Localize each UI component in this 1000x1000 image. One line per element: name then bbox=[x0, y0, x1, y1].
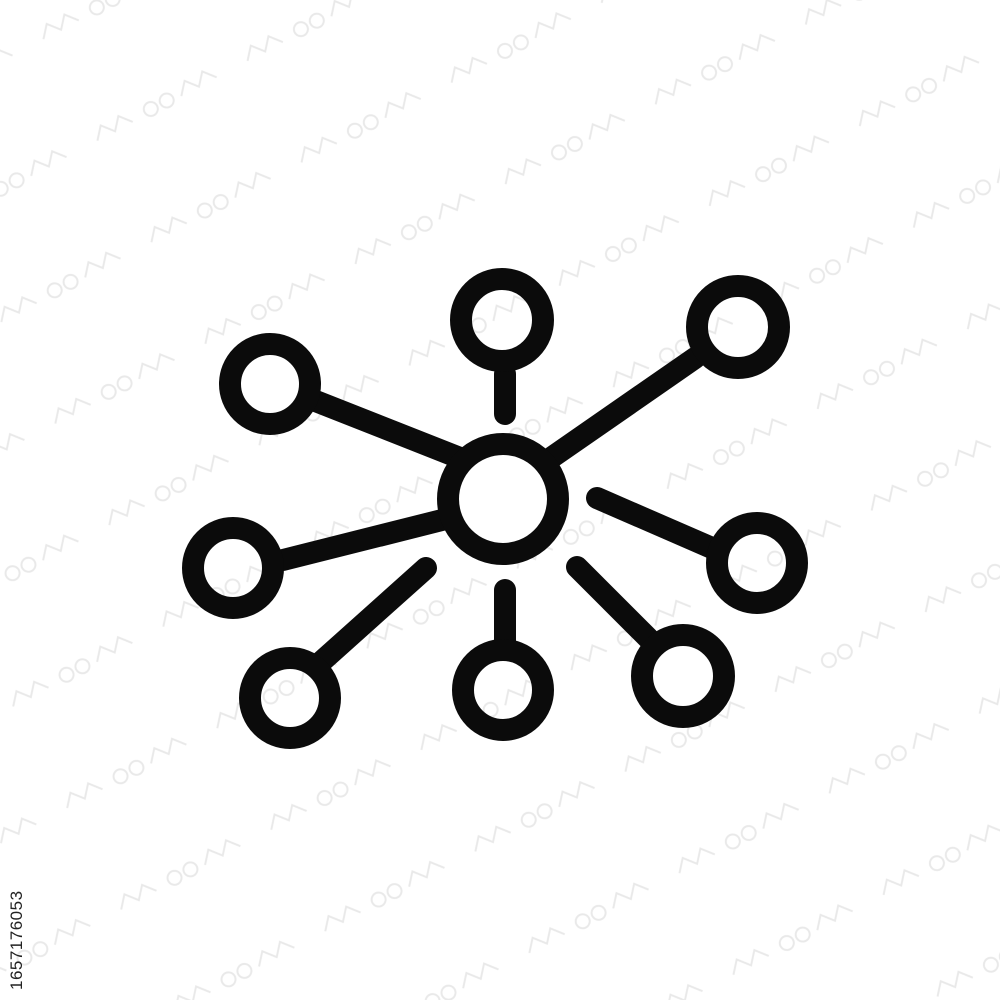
connector-line bbox=[310, 557, 437, 673]
outer-node bbox=[686, 275, 790, 379]
connector-line bbox=[566, 556, 659, 649]
outer-node bbox=[631, 624, 735, 728]
outer-node bbox=[219, 333, 321, 435]
hub-node bbox=[437, 433, 569, 565]
stock-id-label: 1657176053 bbox=[7, 890, 26, 990]
outer-node bbox=[182, 517, 284, 619]
outer-node bbox=[452, 639, 554, 741]
outer-node bbox=[239, 647, 341, 749]
connector-line bbox=[302, 389, 471, 469]
outer-node bbox=[450, 268, 554, 372]
connector-line bbox=[272, 509, 453, 571]
connector-line bbox=[586, 487, 723, 559]
connector-line bbox=[537, 347, 706, 471]
outer-node bbox=[706, 512, 808, 614]
